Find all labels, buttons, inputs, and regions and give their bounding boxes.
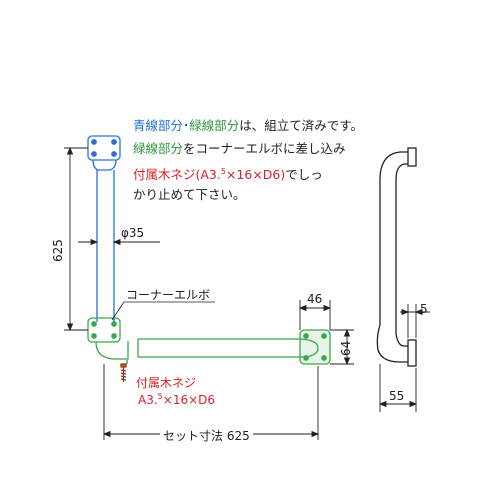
dim-46-label: 46 xyxy=(307,292,323,306)
green-line-part: 緑線部分 xyxy=(189,118,240,133)
vertical-bar xyxy=(87,135,121,322)
dim-5-label: 5 xyxy=(420,302,428,316)
dim-625-vertical xyxy=(64,146,88,332)
green-line-part-2: 緑線部分 xyxy=(133,141,184,156)
assembled-text: は、組立て済みです。 xyxy=(239,118,364,133)
set-dimension-label: セット寸法 625 xyxy=(160,427,253,444)
screw-icon xyxy=(120,363,127,382)
blue-line-part: 青線部分 xyxy=(133,118,184,133)
dim-diameter xyxy=(78,238,160,246)
instruction-line-3: 付属木ネジ(A3.5×16×D6)でしっ xyxy=(133,160,323,186)
dim-5 xyxy=(400,304,430,338)
dim-46 xyxy=(298,300,332,330)
separator: ･ xyxy=(183,118,190,133)
instruction-line-2: 緑線部分をコーナーエルボに差し込み xyxy=(133,137,346,160)
diameter-label: φ35 xyxy=(121,226,145,240)
instruction-line-1: 青線部分･緑線部分は、組立て済みです。 xyxy=(133,114,363,137)
horizontal-bar xyxy=(137,329,331,365)
dim-625-horizontal xyxy=(102,364,320,440)
instruction-line-4: かり止めて下さい。 xyxy=(133,183,246,206)
dim-55-label: 55 xyxy=(389,389,405,403)
side-view xyxy=(376,147,417,367)
screw-label: 付属木ネジ xyxy=(136,376,197,390)
corner-elbow-label: コーナーエルボ xyxy=(126,288,211,302)
dim-64 xyxy=(330,328,354,366)
insert-text: をコーナーエルボに差し込み xyxy=(183,141,346,156)
screw-spec-label: A3.5×16×D6 xyxy=(138,392,216,407)
screw-spec-inline: 付属木ネジ(A3.5×16×D6) xyxy=(133,167,286,182)
height-label: 625 xyxy=(51,239,65,262)
dim-64-label: 64 xyxy=(339,340,353,356)
fasten-text-2: かり止めて下さい。 xyxy=(133,187,246,202)
corner-elbow xyxy=(87,317,129,360)
corner-elbow-leader xyxy=(111,301,125,321)
fasten-text: でしっ xyxy=(285,167,323,182)
dim-55 xyxy=(378,364,418,412)
